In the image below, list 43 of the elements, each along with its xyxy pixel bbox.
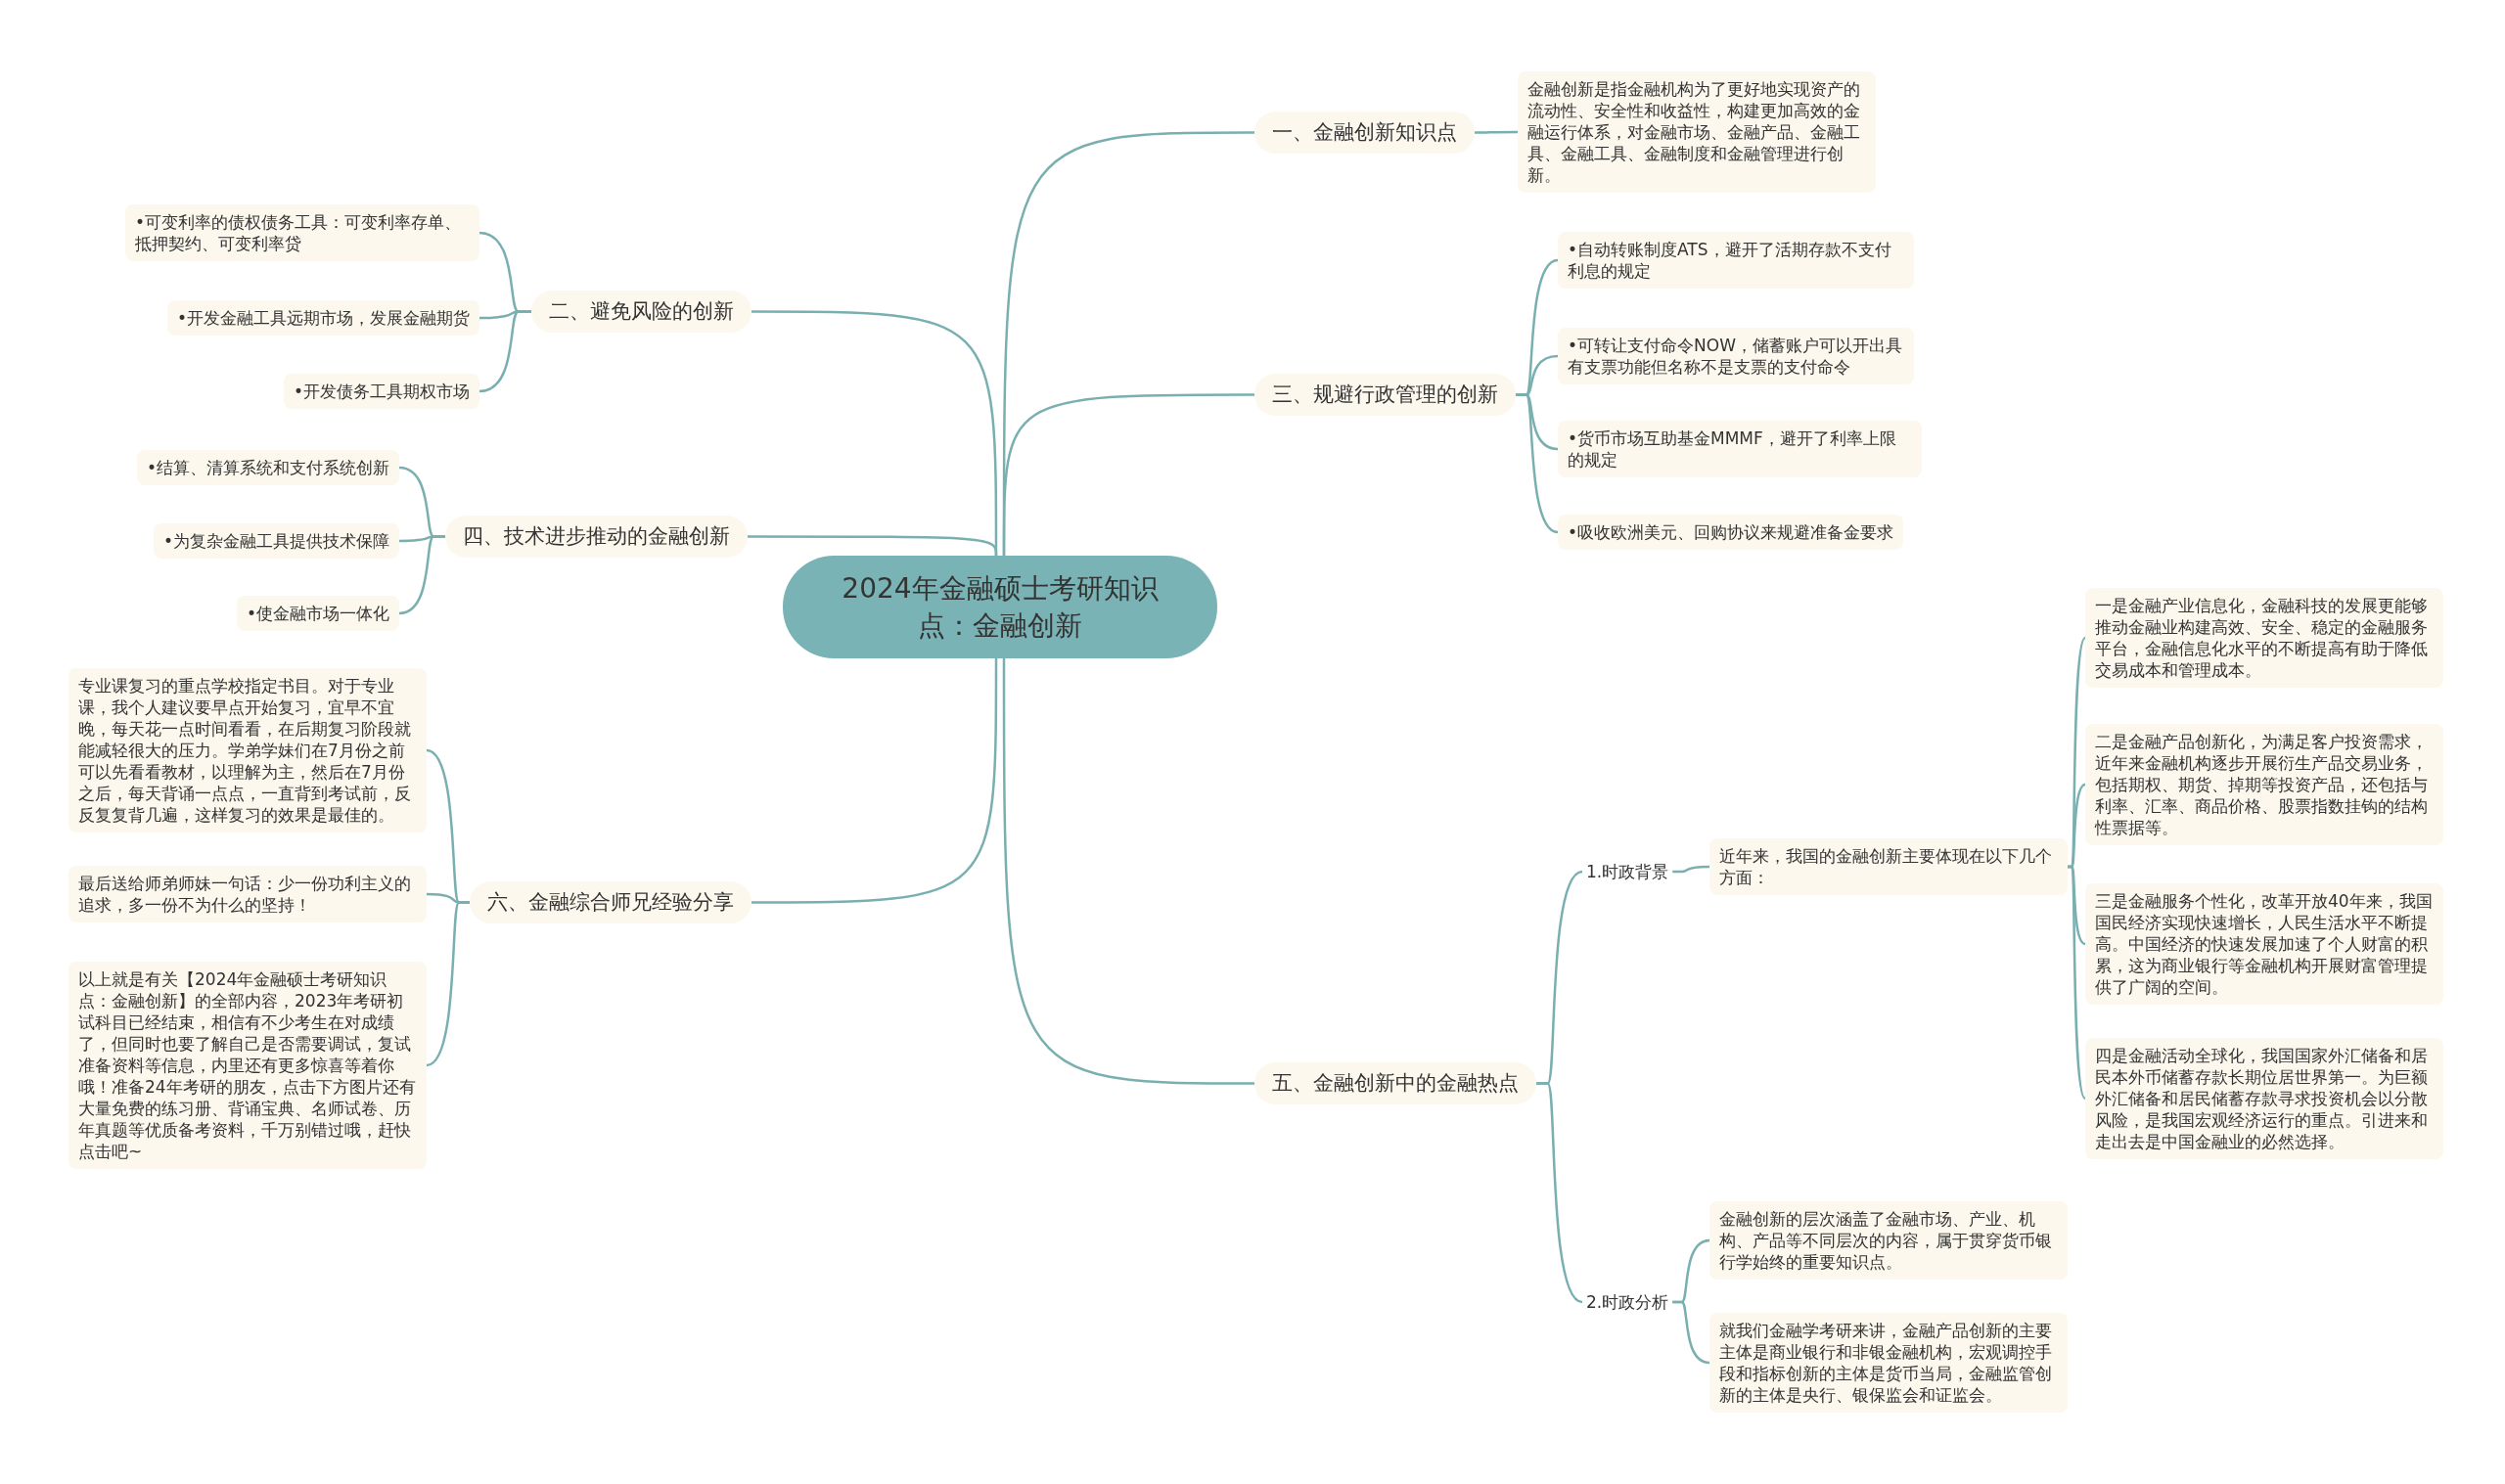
note-box: 金融创新的层次涵盖了金融市场、产业、机构、产品等不同层次的内容，属于贯穿货币银行学始终的重要知识点。	[1709, 1201, 2068, 1280]
note-box: •开发金融工具远期市场，发展金融期货	[166, 300, 479, 336]
connector-line	[1002, 658, 1254, 1085]
note-box: 就我们金融学考研来讲，金融产品创新的主要主体是商业银行和非银金融机构，宏观调控手段和指标创新的主体是货币当局，金融监管创新的主体是央行、银保监会和证监会。	[1709, 1313, 2068, 1413]
connector-line	[1672, 865, 1710, 874]
connector-line	[1536, 1082, 1583, 1304]
note-box: •可转让支付命令NOW，储蓄账户可以开出具有支票功能但名称不是支票的支付命令	[1558, 328, 1914, 384]
note-box: 三是金融服务个性化，改革开放40年来，我国国民经济实现快速增长，人民生活水平不断提高。中国经济的快速发展加速了个人财富的积累，这为商业银行等金融机构开展财富管理提供了广阔的空间。	[2085, 883, 2443, 1005]
note-box: 二是金融产品创新化，为满足客户投资需求，近年来金融机构逐步开展衍生产品交易业务，包括期权、期货、掉期等投资产品，还包括与利率、汇率、商品价格、股票指数挂钩的结构性票据等。	[2085, 724, 2443, 845]
note-box: 专业课复习的重点学校指定书目。对于专业课，我个人建议要早点开始复习，宜早不宜晚，每天花一点时间看看，在后期复习阶段就能减轻很大的压力。学弟学妹们在7月份之前可以先看看教材，以理解为主，然后在7月份之后，每天背诵一点点，一直背到考试前，反反复复背几遍，这样复习的效果是最佳的。	[68, 668, 427, 832]
connector-line	[426, 901, 470, 1067]
subtopic-label: 2.时政分析	[1582, 1287, 1673, 1317]
branch-topic: 六、金融综合师兄经验分享	[470, 881, 752, 923]
connector-line	[1002, 393, 1254, 556]
note-box: •为复杂金融工具提供技术保障	[153, 523, 399, 559]
note-box: 四是金融活动全球化，我国国家外汇储备和居民本外币储蓄存款长期位居世界第一。为巨额外汇储备和居民储蓄存款寻求投资机会以分散风险，是我国宏观经济运行的重点。引进来和走出去是中国金融业的必然选择。	[2085, 1038, 2443, 1159]
note-box: •可变利率的债权债务工具：可变利率存单、抵押契约、可变利率贷	[125, 204, 479, 261]
note-box: •结算、清算系统和支付系统创新	[136, 450, 399, 485]
connector-line	[748, 535, 998, 557]
connector-line	[752, 658, 998, 904]
connector-line	[1516, 393, 1559, 534]
note-box: •吸收欧洲美元、回购协议来规避准备金要求	[1558, 515, 1904, 550]
note-box: •自动转账制度ATS，避开了活期存款不支付利息的规定	[1558, 232, 1914, 289]
note-box: 金融创新是指金融机构为了更好地实现资产的流动性、安全性和收益性，构建更加高效的金融运行体系，对金融市场、金融产品、金融工具、金融工具、金融制度和金融管理进行创新。	[1518, 71, 1876, 193]
central-topic: 2024年金融硕士考研知识点：金融创新	[783, 556, 1217, 658]
note-box: •开发债务工具期权市场	[283, 374, 479, 409]
branch-topic: 三、规避行政管理的创新	[1254, 374, 1516, 416]
branch-topic: 四、技术进步推动的金融创新	[445, 516, 748, 558]
connector-line	[2068, 865, 2087, 1100]
subtopic-label: 1.时政背景	[1582, 857, 1673, 886]
note-box: 一是金融产业信息化，金融科技的发展更能够推动金融业构建高效、安全、稳定的金融服务平台，金融信息化水平的不断提高有助于降低交易成本和管理成本。	[2085, 588, 2443, 688]
note-box: 以上就是有关【2024年金融硕士考研知识点：金融创新】的全部内容，2023年考研初试科目已经结束，相信有不少考生在对成绩了，但同时也要了解自己是否需要调试，复试准备资料等信息，内里还有更多惊喜等着你哦！准备24年考研的朋友，点击下方图片还有大量免费的练习册、背诵宝典、名师试卷、历年真题等优质备考资料，千万别错过哦，赶快点击吧~	[68, 962, 427, 1169]
connector-line	[1672, 1300, 1710, 1365]
note-box: •使金融市场一体化	[236, 596, 399, 631]
connector-line	[478, 310, 531, 393]
connector-line	[1475, 130, 1518, 134]
note-box: 近年来，我国的金融创新主要体现在以下几个方面：	[1709, 838, 2068, 895]
branch-topic: 二、避免风险的创新	[531, 291, 752, 333]
branch-topic: 一、金融创新知识点	[1254, 112, 1475, 154]
connector-line	[398, 535, 445, 615]
branch-topic: 五、金融创新中的金融热点	[1254, 1062, 1536, 1104]
note-box: •货币市场互助基金MMMF，避开了利率上限的规定	[1558, 421, 1922, 477]
note-box: 最后送给师弟师妹一句话：少一份功利主义的追求，多一份不为什么的坚持！	[68, 866, 427, 922]
